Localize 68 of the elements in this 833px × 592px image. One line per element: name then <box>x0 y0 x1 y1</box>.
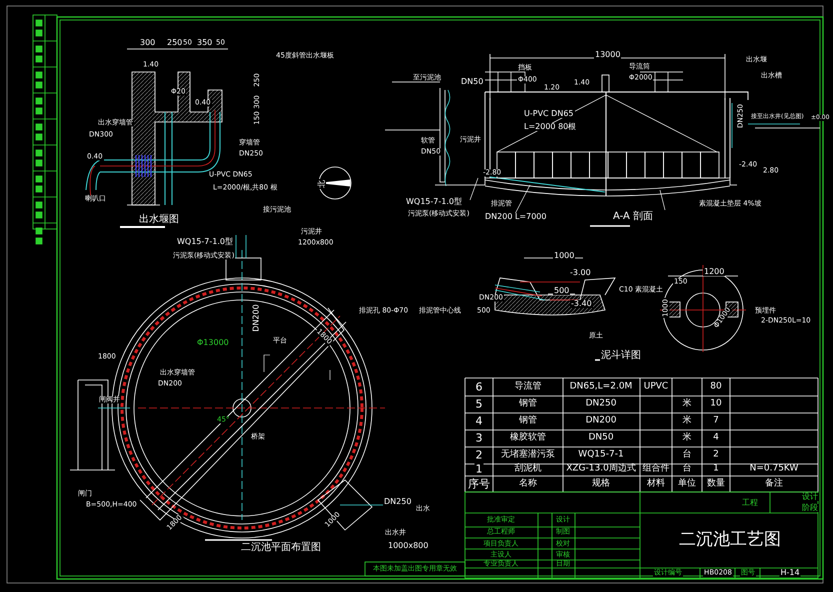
table-text: 米 <box>682 434 692 442</box>
dimension-label: 1200 <box>703 268 726 276</box>
table-text: WQ15-7-1 <box>577 450 625 460</box>
dimension-label: 300 <box>139 39 156 47</box>
drawing-title: 二沉池工艺图 <box>678 532 782 548</box>
table-text: 材料 <box>646 480 666 488</box>
elevation-label: -3.40 <box>570 300 593 308</box>
table-text: 钢管 <box>518 416 538 426</box>
table-text: 4 <box>712 434 720 442</box>
annotation-label: 1000x800 <box>387 542 430 550</box>
table-text: DN50 <box>587 434 615 442</box>
table-text: 米 <box>682 416 692 426</box>
table-text: 10 <box>709 400 723 408</box>
table-text: 80 <box>709 382 723 392</box>
annotation-label: DN200 L=7000 <box>484 213 548 221</box>
table-text: 导流管 <box>514 382 542 392</box>
view-title: 出水堰图 <box>138 215 180 225</box>
title-block-text: 阶段 <box>801 504 819 512</box>
table-text: 2 <box>712 450 720 460</box>
dimension-label: 500 <box>553 287 570 295</box>
title-block-text: 设计 <box>801 493 819 501</box>
table-text: 台 <box>682 464 692 474</box>
table-text: N=0.75KW <box>748 464 800 474</box>
elevation-label: -3.00 <box>569 269 592 277</box>
table-text: 无堵塞潜污泵 <box>500 450 556 460</box>
table-text: 台 <box>682 450 692 460</box>
table-text: 4 <box>474 416 484 426</box>
table-text: XZG-13.0周边式 <box>565 464 637 474</box>
table-text: UPVC <box>642 382 670 392</box>
view-title: 泥斗详图 <box>600 351 642 361</box>
table-text: 5 <box>474 398 484 410</box>
title-block-text: 工程 <box>741 499 759 507</box>
table-text: 2 <box>474 450 484 460</box>
dimension-label: 1000 <box>553 252 576 260</box>
dimension-label: 13000 <box>594 51 622 59</box>
annotation-label: L=2000 80根 <box>523 123 578 131</box>
table-text: 序号 <box>467 478 491 490</box>
view-title: 二沉池平面布置图 <box>240 543 322 553</box>
annotation-label: DN200 <box>252 303 261 333</box>
table-text: 橡胶软管 <box>509 434 547 442</box>
table-text: 单位 <box>677 480 697 488</box>
annotation-label: DN250 <box>383 498 412 506</box>
table-text: 钢管 <box>518 400 538 408</box>
table-text: DN200 <box>584 416 618 426</box>
table-text: 米 <box>682 400 692 408</box>
annotation-label: Φ13000 <box>196 339 230 347</box>
table-text: 备注 <box>764 480 784 488</box>
annotation-label: WQ15-7-1.0型 <box>176 238 234 246</box>
table-text: 6 <box>474 382 484 392</box>
title-block-text: H-14 <box>779 569 801 577</box>
annotation-label: DN50 <box>460 78 484 86</box>
table-text: DN65,L=2.0M <box>568 382 634 392</box>
dimension-label: 350 <box>196 39 214 47</box>
annotation-label: U-PVC DN65 <box>523 110 574 118</box>
table-text: 数量 <box>706 480 726 488</box>
view-title: A-A 剖面 <box>612 212 654 222</box>
table-text: 7 <box>712 416 720 426</box>
table-text: 名称 <box>518 480 538 488</box>
annotation-label: WQ15-7-1.0型 <box>405 198 463 206</box>
table-text: 规格 <box>591 480 611 488</box>
table-text: 3 <box>474 432 484 444</box>
table-text: 刮泥机 <box>514 464 542 474</box>
table-text: 1 <box>474 464 484 474</box>
annotation-label: 北 <box>318 179 326 189</box>
table-text: 组合件 <box>642 464 670 474</box>
table-text: DN250 <box>584 400 618 408</box>
table-text: 1 <box>712 464 720 474</box>
dimension-label: 250 <box>166 39 184 47</box>
